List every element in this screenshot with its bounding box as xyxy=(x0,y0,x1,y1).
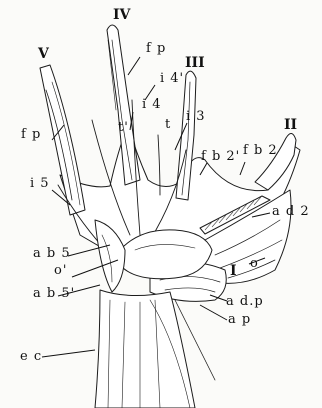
label-fb2: f b 2 xyxy=(243,144,278,157)
label-digit-v: V xyxy=(38,47,49,61)
label-ec: e c xyxy=(20,350,42,363)
label-digit-ii: II xyxy=(284,118,297,132)
label-ad2: a d 2 xyxy=(272,205,310,218)
label-ap: a p xyxy=(228,313,251,326)
label-digit-iii: III xyxy=(185,56,205,70)
label-fb2prime: f b 2' xyxy=(201,150,240,163)
label-fp-top: f p xyxy=(146,42,166,55)
label-o: o xyxy=(250,257,259,270)
digit-ii xyxy=(255,133,296,190)
label-digit-i: I xyxy=(230,264,237,278)
label-i4prime: i 4' xyxy=(160,72,184,85)
label-i4: i 4 xyxy=(142,98,162,111)
label-ab5prime: a b 5' xyxy=(33,287,75,300)
label-tprime: t' xyxy=(118,121,129,134)
label-t: t xyxy=(165,118,171,131)
label-adp: a d.p xyxy=(226,295,264,308)
label-ab5: a b 5 xyxy=(33,247,71,260)
label-digit-iv: IV xyxy=(113,8,130,22)
label-oprime: o' xyxy=(54,264,67,277)
label-i5: i 5 xyxy=(30,177,50,190)
label-fp-left: f p xyxy=(21,128,41,141)
label-i3: i 3 xyxy=(186,110,206,123)
